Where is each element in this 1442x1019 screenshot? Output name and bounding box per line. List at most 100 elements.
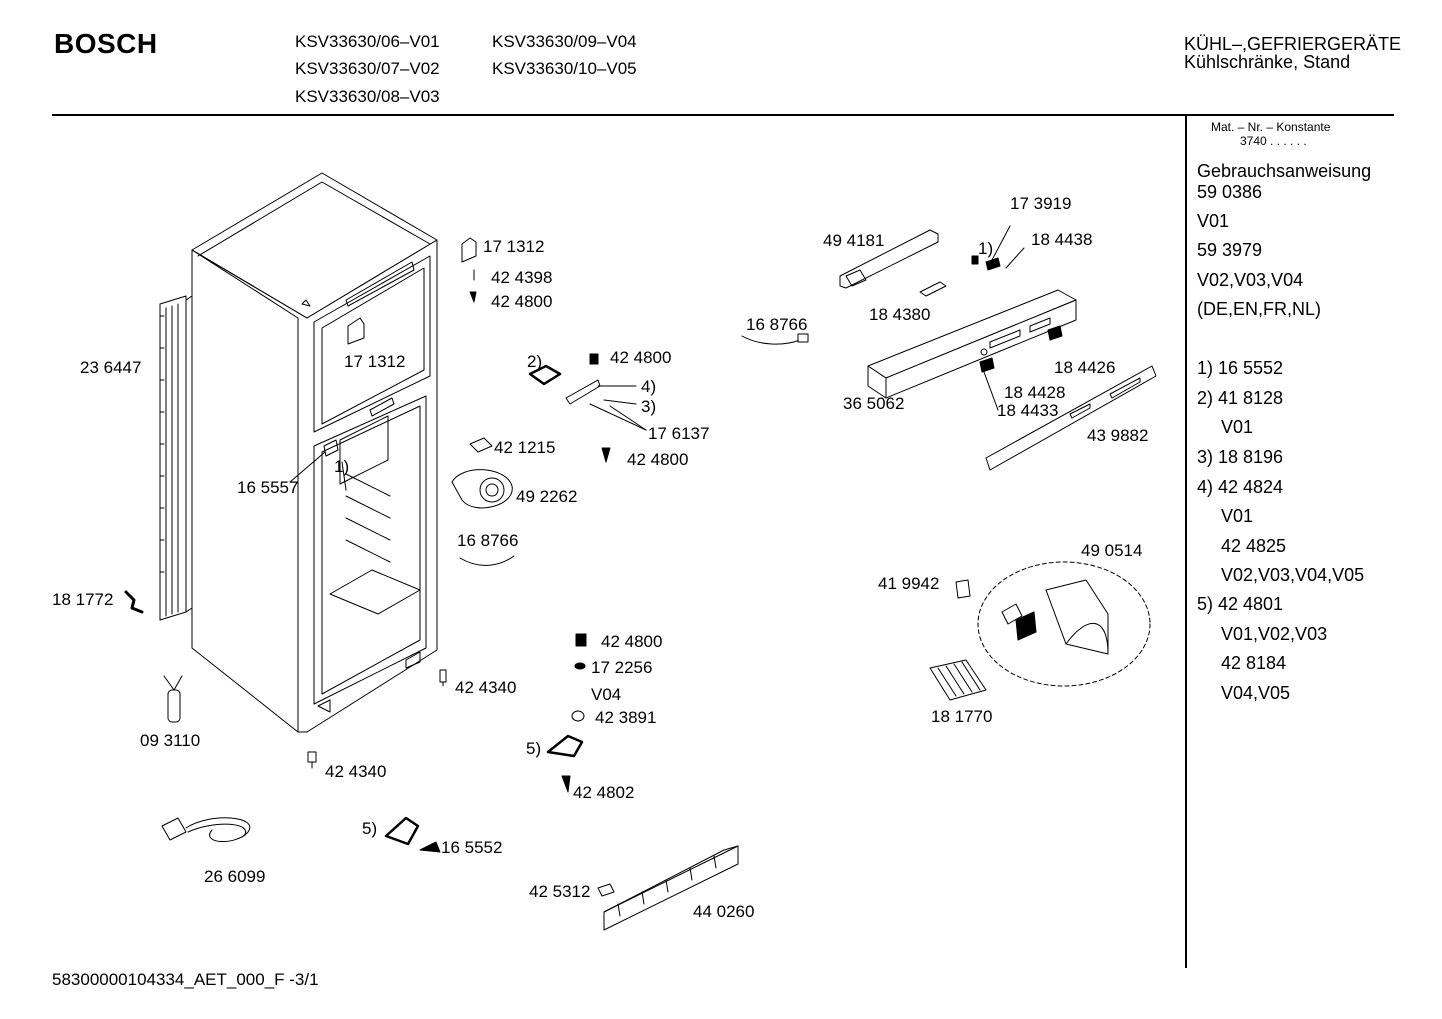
mat-label: Mat. – Nr. – Konstante — [1211, 120, 1331, 134]
hinge-icon — [347, 237, 477, 345]
part-label: 42 3891 — [595, 708, 657, 727]
sidebar-line: V01 — [1221, 506, 1254, 526]
washer-icon — [574, 662, 586, 670]
lamp-housing-icon — [1045, 579, 1109, 655]
part-label: 5) — [526, 739, 542, 758]
sidebar-line: V04,V05 — [1221, 683, 1291, 703]
sidebar-line: 2) 41 8128 — [1197, 388, 1284, 408]
part-label: 42 4800 — [601, 632, 663, 651]
part-label: 36 5062 — [843, 394, 905, 413]
part-label: 18 4438 — [1031, 230, 1093, 249]
cable-cap-icon — [163, 675, 183, 723]
exploded-view-diagram — [124, 172, 1157, 931]
bracket-icon — [384, 816, 420, 846]
part-label: 42 4800 — [610, 348, 672, 367]
light-bar-icon — [839, 229, 939, 289]
screw-icon — [971, 255, 979, 265]
model-number: KSV33630/08–V03 — [295, 87, 440, 106]
bracket-icon — [565, 379, 601, 405]
part-label: 16 5552 — [441, 838, 503, 857]
part-label: 2) — [527, 352, 543, 371]
lamp-cover-icon — [929, 659, 987, 701]
screw-icon — [589, 353, 599, 365]
part-label: 3) — [641, 397, 657, 416]
leader-line — [289, 451, 326, 483]
part-label: 1) — [334, 457, 350, 476]
part-label: 44 0260 — [693, 902, 755, 921]
part-label: V04 — [591, 685, 622, 704]
sidebar-line: V01 — [1221, 417, 1254, 437]
trim-strip-icon — [985, 365, 1157, 471]
part-label: 26 6099 — [204, 867, 266, 886]
screw-icon — [419, 841, 441, 853]
part-label: 17 6137 — [648, 424, 710, 443]
part-label: 49 0514 — [1081, 541, 1143, 560]
bracket-icon — [124, 590, 144, 614]
part-label: 5) — [362, 819, 378, 838]
sensor-wire-icon — [741, 335, 801, 345]
part-label: 42 4800 — [491, 292, 553, 311]
part-label: 17 1312 — [483, 237, 545, 256]
part-label: 18 4380 — [869, 305, 931, 324]
condenser-coil — [159, 295, 193, 621]
part-label: 16 8766 — [457, 531, 519, 550]
brand-logo: BOSCH — [54, 28, 158, 59]
part-label: 42 4340 — [455, 678, 517, 697]
part-label: 4) — [641, 377, 657, 396]
screw-icon — [561, 775, 571, 793]
sidebar-line: V02,V03,V04,V05 — [1221, 565, 1365, 585]
leader-line — [983, 371, 999, 411]
part-label: 18 4426 — [1054, 358, 1116, 377]
knob-icon — [979, 357, 995, 373]
part-label: 42 5312 — [529, 882, 591, 901]
part-label: 42 4802 — [573, 783, 635, 802]
bracket-icon — [546, 734, 584, 758]
fan-cover-icon — [451, 469, 513, 509]
sidebar-line: 59 3979 — [1197, 240, 1263, 260]
screw-icon — [307, 751, 317, 769]
part-label: 49 2262 — [516, 487, 578, 506]
model-number: KSV33630/06–V01 — [295, 32, 440, 51]
model-number: KSV33630/09–V04 — [492, 32, 637, 51]
sidebar-line: V01,V02,V03 — [1221, 624, 1328, 644]
leader-line — [991, 225, 1011, 261]
part-label: 43 9882 — [1087, 426, 1149, 445]
leader-line — [609, 405, 647, 431]
sidebar-line: 42 4825 — [1221, 536, 1287, 556]
category-title: KÜHL–,GEFRIERGERÄTE — [1184, 34, 1402, 54]
sidebar-line: 59 0386 — [1197, 182, 1263, 202]
screw-icon — [439, 669, 447, 687]
base-cover-icon — [603, 845, 739, 931]
model-number: KSV33630/10–V05 — [492, 59, 637, 78]
part-label: 42 4340 — [325, 762, 387, 781]
bulb-icon — [955, 579, 971, 599]
clip-icon — [469, 437, 493, 453]
model-number: KSV33630/07–V02 — [295, 59, 440, 78]
part-label: 42 4398 — [491, 268, 553, 287]
screw-icon — [575, 633, 587, 647]
sidebar-line: 3) 18 8196 — [1197, 447, 1284, 467]
leader-line — [603, 399, 637, 405]
part-label: 18 1772 — [52, 590, 114, 609]
leader-line — [1005, 247, 1025, 269]
part-label: 09 3110 — [140, 731, 201, 750]
part-label: 18 4428 — [1004, 383, 1066, 402]
bulb-icon — [1015, 611, 1037, 641]
sidebar-line: 5) 42 4801 — [1197, 594, 1284, 614]
control-panel-icon — [867, 289, 1077, 399]
sidebar-line: 1) 16 5552 — [1197, 358, 1284, 378]
power-cord-icon — [161, 817, 251, 843]
part-label: 42 1215 — [494, 438, 556, 457]
part-label: 16 8766 — [746, 315, 808, 334]
knob-icon — [1047, 325, 1063, 341]
part-label: 16 5557 — [237, 478, 299, 497]
switch-icon — [919, 281, 947, 297]
detail-circle — [977, 561, 1151, 687]
part-label: 18 4433 — [997, 401, 1059, 420]
part-label: 23 6447 — [80, 358, 142, 377]
sidebar-line: V01 — [1197, 211, 1230, 231]
nut-icon — [571, 710, 585, 722]
sidebar-line: (DE,EN,FR,NL) — [1197, 299, 1322, 319]
leader-line — [341, 461, 347, 491]
clip-icon — [597, 883, 615, 897]
